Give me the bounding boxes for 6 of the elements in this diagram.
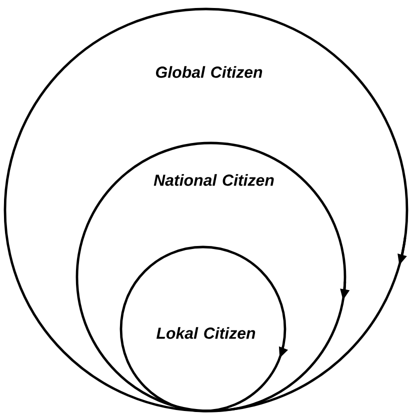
circle: [76, 142, 350, 412]
circle-label: Lokal Citizen: [156, 327, 256, 339]
circle: [120, 246, 288, 412]
circle-label: National Citizen: [154, 174, 274, 186]
circle: [4, 8, 408, 412]
circle-label: Global Citizen: [156, 66, 262, 78]
